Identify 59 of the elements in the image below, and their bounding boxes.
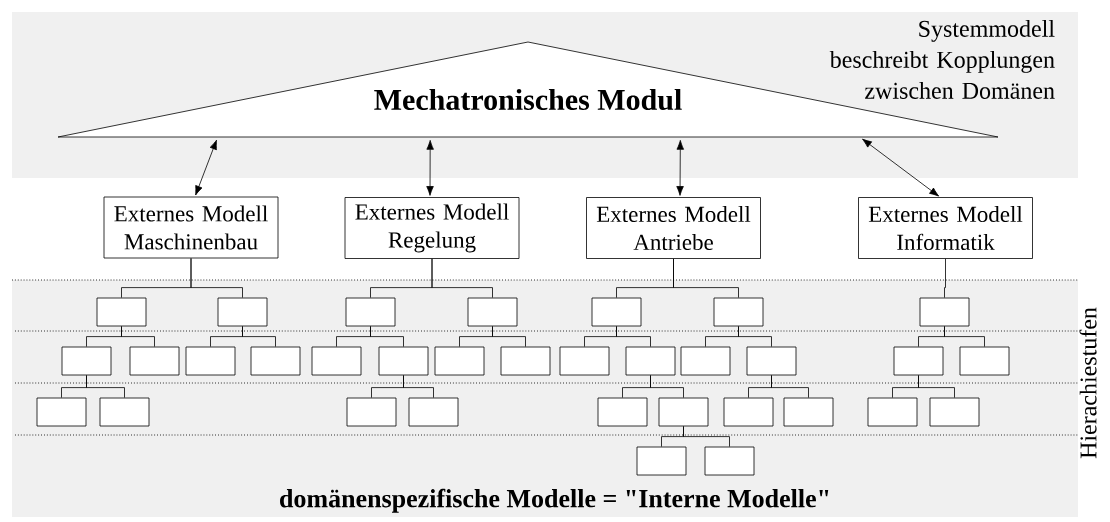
model-box: Externes Modell Informatik: [858, 197, 1033, 259]
empty-box: [250, 346, 301, 376]
tree-connector: [492, 326, 526, 347]
empty-box: [467, 297, 518, 327]
empty-box: [96, 297, 147, 327]
tree-connector: [370, 326, 404, 347]
double-arrow: [676, 140, 684, 196]
empty-box: [959, 346, 1010, 376]
tree-connector: [944, 326, 985, 347]
model-box: Externes Modell Regelung: [344, 197, 520, 259]
tree-connector: [738, 326, 772, 347]
empty-box: [680, 346, 731, 376]
vertical-label: Hierachiestufen: [1079, 307, 1097, 459]
empty-box: [625, 346, 676, 376]
empty-box: [434, 346, 485, 376]
empty-box: [867, 397, 918, 427]
tree-connector: [190, 258, 243, 298]
tree-connector: [683, 426, 730, 447]
tree-connector: [650, 375, 684, 398]
double-arrow: [426, 140, 434, 196]
empty-box: [311, 346, 362, 376]
empty-box: [408, 397, 459, 427]
empty-box: [36, 397, 87, 427]
empty-box: [129, 346, 180, 376]
empty-box: [345, 297, 396, 327]
model-box: Externes Modell Maschinenbau: [103, 196, 279, 259]
tree-connector: [616, 326, 651, 347]
empty-box: [919, 297, 970, 327]
tree-connector: [242, 326, 276, 347]
tree-connector: [771, 375, 809, 398]
empty-box: [713, 297, 764, 327]
empty-box: [217, 297, 268, 327]
empty-box: [597, 397, 648, 427]
tree-connector: [431, 258, 493, 298]
empty-box: [893, 346, 944, 376]
double-arrow: [195, 139, 217, 196]
empty-box: [500, 346, 551, 376]
empty-box: [559, 346, 610, 376]
empty-box: [704, 446, 755, 476]
empty-box: [929, 397, 980, 427]
double-arrow: [862, 138, 940, 197]
empty-box: [591, 297, 642, 327]
empty-box: [658, 397, 709, 427]
tree-connector: [918, 375, 955, 398]
empty-box: [783, 397, 834, 427]
empty-box: [99, 397, 150, 427]
tree-connector: [86, 375, 125, 398]
tree-connector: [121, 326, 155, 347]
tree-connector: [944, 258, 946, 298]
empty-box: [346, 397, 397, 427]
tree-connector: [673, 258, 739, 298]
empty-box: [723, 397, 774, 427]
empty-box: [378, 346, 429, 376]
model-box: Externes Modell Antriebe: [586, 197, 761, 259]
empty-box: [185, 346, 236, 376]
empty-box: [746, 346, 797, 376]
empty-box: [61, 346, 112, 376]
empty-box: [636, 446, 687, 476]
tree-connector: [403, 375, 434, 398]
